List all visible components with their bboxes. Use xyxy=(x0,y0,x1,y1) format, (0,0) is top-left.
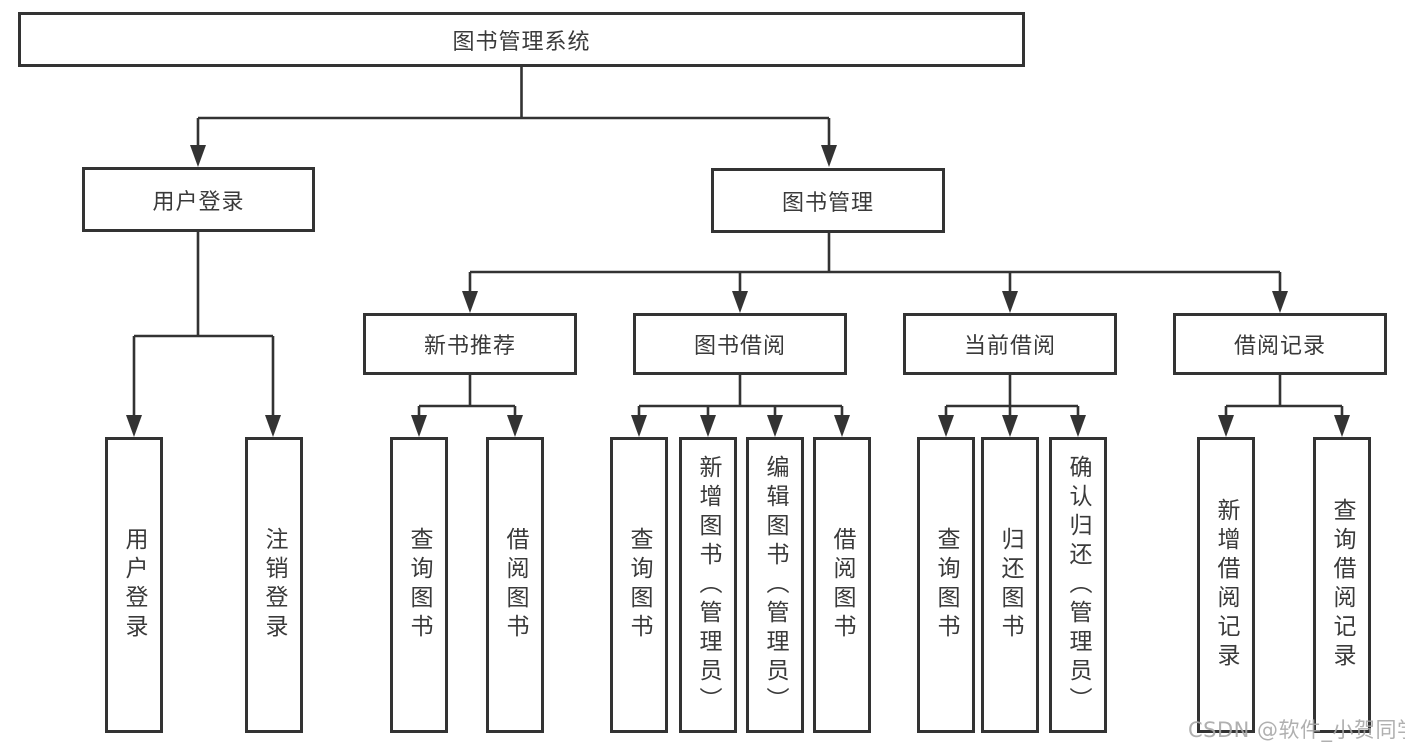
arrowhead-down-icon xyxy=(265,415,281,437)
arrowhead-down-icon xyxy=(1002,415,1018,437)
node-label: 查询借阅记录 xyxy=(1329,498,1355,672)
node-label: 新书推荐 xyxy=(423,334,516,359)
node-label: 查询图书 xyxy=(406,527,432,643)
node-label: 用户登录 xyxy=(152,189,245,215)
node-user-login: 用户登录 xyxy=(82,167,315,232)
node-label: 注销登录 xyxy=(261,527,287,643)
arrowhead-down-icon xyxy=(1070,415,1086,437)
node-label: 当前借阅 xyxy=(963,334,1056,359)
node-new-book-recommend: 新书推荐 xyxy=(363,313,577,375)
arrowhead-down-icon xyxy=(938,415,954,437)
node-label: 借阅记录 xyxy=(1233,334,1326,359)
node-label: 归还图书 xyxy=(997,527,1023,643)
leaf-query-books-recommend: 查询图书 xyxy=(390,437,448,733)
arrowhead-down-icon xyxy=(631,415,647,437)
connector-book-borrow-children xyxy=(637,375,844,417)
leaf-borrow-books: 借阅图书 xyxy=(813,437,871,733)
leaf-return-books: 归还图书 xyxy=(981,437,1039,733)
arrowhead-down-icon xyxy=(507,415,523,437)
arrowhead-down-icon xyxy=(1002,291,1018,313)
arrowhead-down-icon xyxy=(462,291,478,313)
arrowhead-down-icon xyxy=(411,415,427,437)
node-label: 图书借阅 xyxy=(693,334,786,359)
node-label: 查询图书 xyxy=(933,527,959,643)
node-label: 新增借阅记录 xyxy=(1213,498,1239,672)
leaf-query-borrow-record: 查询借阅记录 xyxy=(1313,437,1371,733)
connector-book-mgmt-children xyxy=(468,233,1282,293)
node-borrow-records: 借阅记录 xyxy=(1173,313,1387,375)
arrowhead-down-icon xyxy=(1218,415,1234,437)
node-label: 借阅图书 xyxy=(502,527,528,643)
node-label: 用户登录 xyxy=(121,527,147,643)
connector-user-login-children xyxy=(132,232,275,417)
arrowhead-down-icon xyxy=(834,415,850,437)
node-label: 图书管理系统 xyxy=(452,29,591,55)
node-label: 查询图书 xyxy=(626,527,652,643)
connector-current-borrow-children xyxy=(944,375,1080,417)
node-label: 新增图书（管理员） xyxy=(695,454,721,716)
arrowhead-down-icon xyxy=(190,145,206,167)
leaf-user-login: 用户登录 xyxy=(105,437,163,733)
arrowhead-down-icon xyxy=(1272,291,1288,313)
leaf-query-books-current: 查询图书 xyxy=(917,437,975,733)
node-label: 确认归还（管理员） xyxy=(1065,454,1091,716)
node-label: 图书管理 xyxy=(781,190,874,216)
leaf-logout: 注销登录 xyxy=(245,437,303,733)
arrowhead-down-icon xyxy=(700,415,716,437)
leaf-edit-book-admin: 编辑图书（管理员） xyxy=(746,437,804,733)
node-current-borrow: 当前借阅 xyxy=(903,313,1117,375)
node-book-management: 图书管理 xyxy=(711,168,945,233)
leaf-borrow-books-recommend: 借阅图书 xyxy=(486,437,544,733)
arrowhead-down-icon xyxy=(821,145,837,167)
arrowhead-down-icon xyxy=(732,291,748,313)
node-label: 借阅图书 xyxy=(829,527,855,643)
arrowhead-down-icon xyxy=(767,415,783,437)
arrowhead-down-icon xyxy=(1334,415,1350,437)
leaf-add-borrow-record: 新增借阅记录 xyxy=(1197,437,1255,733)
node-root: 图书管理系统 xyxy=(18,12,1025,67)
node-book-borrow: 图书借阅 xyxy=(633,313,847,375)
arrowhead-down-icon xyxy=(126,415,142,437)
watermark-text: CSDN @软件_小贺同学 xyxy=(1188,718,1405,742)
connector-new-book-children xyxy=(417,375,517,417)
connector-root-to-level2 xyxy=(196,67,831,147)
leaf-confirm-return-admin: 确认归还（管理员） xyxy=(1049,437,1107,733)
node-label: 编辑图书（管理员） xyxy=(762,454,788,716)
leaf-query-books-borrow: 查询图书 xyxy=(610,437,668,733)
connector-borrow-records-children xyxy=(1224,375,1344,417)
leaf-add-book-admin: 新增图书（管理员） xyxy=(679,437,737,733)
